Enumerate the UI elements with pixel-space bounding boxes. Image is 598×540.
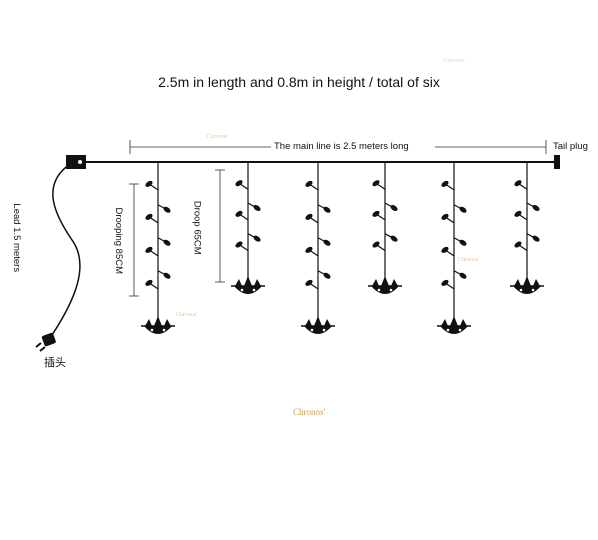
led-bulb-icon <box>390 235 398 242</box>
led-bulb-icon <box>459 272 467 279</box>
led-bulb-icon <box>163 206 171 213</box>
led-bulb-icon <box>235 210 243 217</box>
light-strand <box>141 162 175 334</box>
light-strand <box>301 162 335 334</box>
led-bulb-icon <box>372 210 380 217</box>
led-bulb-icon <box>323 239 331 246</box>
led-bulb-icon <box>532 204 540 212</box>
led-bulb-icon <box>459 239 467 246</box>
led-bulb-icon <box>372 241 380 248</box>
led-bulb-icon <box>235 241 243 248</box>
plug-label: 插头 <box>44 357 66 369</box>
led-bulb-icon <box>459 206 467 213</box>
led-bulb-icon <box>514 241 522 248</box>
star-ornament-icon <box>510 276 544 294</box>
led-bulb-icon <box>253 235 261 242</box>
star-ornament-icon <box>141 316 175 334</box>
watermark-faint: Chronos' <box>458 257 480 263</box>
drooping-label: Drooping 85CM <box>113 207 125 275</box>
led-bulb-icon <box>145 246 153 253</box>
led-bulb-icon <box>305 279 313 286</box>
led-bulb-icon <box>145 213 153 220</box>
led-bulb-icon <box>253 204 261 212</box>
light-strand <box>231 162 265 294</box>
led-bulb-icon <box>145 180 153 187</box>
light-strand <box>437 162 471 334</box>
led-bulb-icon <box>514 210 522 217</box>
star-ornament-icon <box>437 316 471 334</box>
light-strand <box>368 162 402 294</box>
watermark: Chronos' <box>293 407 326 417</box>
led-bulb-icon <box>390 204 398 212</box>
light-strand <box>510 162 544 294</box>
watermark-faint: Chronos' <box>207 134 229 140</box>
controller-box <box>66 155 86 169</box>
lead-label: Lead 1.5 meters <box>11 203 23 273</box>
tail-plug-label: Tail plug <box>553 141 588 152</box>
droop-label: Droop 65CM <box>191 200 203 255</box>
watermark-faint: Chronos' <box>176 312 198 318</box>
plug-icon <box>35 332 56 352</box>
led-bulb-icon <box>163 239 171 246</box>
tail-plug <box>554 155 560 169</box>
led-bulb-icon <box>372 180 380 187</box>
led-bulb-icon <box>305 246 313 253</box>
led-bulb-icon <box>441 246 449 253</box>
led-bulb-icon <box>235 180 243 187</box>
star-ornament-icon <box>301 316 335 334</box>
led-bulb-icon <box>163 272 171 279</box>
watermark-faint: Chronos' <box>444 58 466 64</box>
led-bulb-icon <box>305 213 313 220</box>
led-bulb-icon <box>323 206 331 213</box>
led-bulb-icon <box>323 272 331 279</box>
led-bulb-icon <box>145 279 153 286</box>
star-ornament-icon <box>231 276 265 294</box>
led-bulb-icon <box>441 279 449 286</box>
led-bulb-icon <box>441 180 449 187</box>
led-bulb-icon <box>532 235 540 242</box>
led-bulb-icon <box>305 180 313 187</box>
led-bulb-icon <box>441 213 449 220</box>
star-ornament-icon <box>368 276 402 294</box>
page-title: 2.5m in length and 0.8m in height / tota… <box>158 74 440 90</box>
led-bulb-icon <box>514 180 522 187</box>
main-line-label: The main line is 2.5 meters long <box>274 141 409 152</box>
lead-cable <box>51 163 81 336</box>
